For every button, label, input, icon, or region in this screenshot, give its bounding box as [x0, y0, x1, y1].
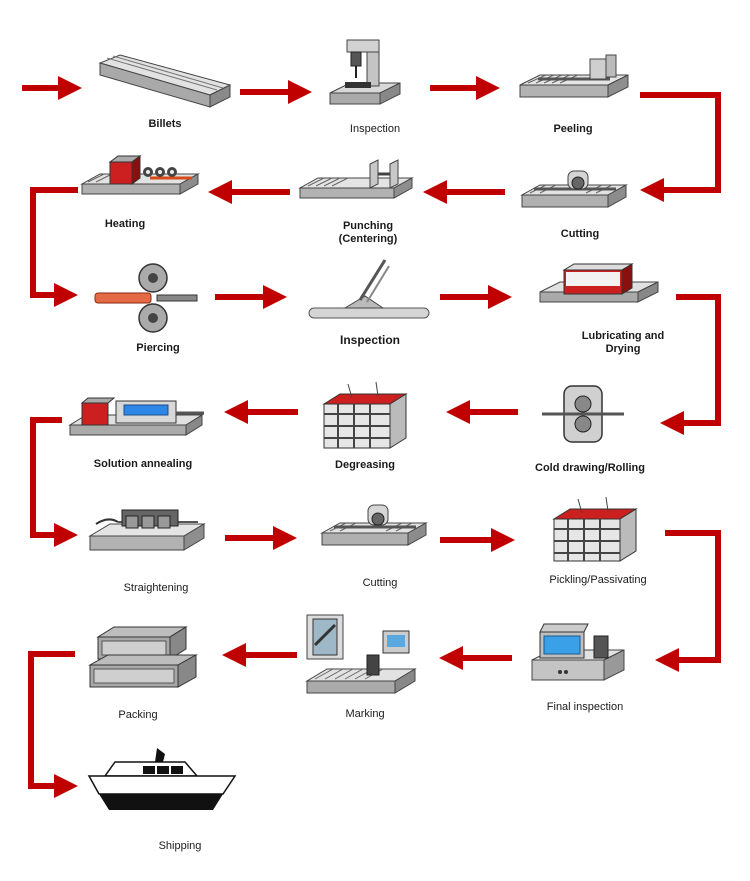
step-solution-annealing: Solution annealing [68, 395, 208, 470]
lubricating-bath-icon [539, 263, 659, 303]
step-peeling: Peeling [518, 54, 633, 135]
step-label: Solution annealing [93, 458, 193, 470]
step-heating: Heating [80, 152, 205, 230]
annealing-furnace-icon [68, 397, 204, 436]
inspection-station-icon [531, 623, 625, 681]
step-label: Degreasing [335, 459, 395, 471]
step-label: Straightening [123, 582, 189, 594]
step-label: Pickling/Passivating [549, 574, 647, 586]
step-straightening: Straightening [88, 502, 213, 594]
marking-machine-icon [305, 614, 417, 694]
step-marking: Marking [305, 614, 420, 720]
step-inspection: Inspection [325, 38, 415, 135]
step-label: Punching(Centering) [338, 220, 398, 245]
step-label: Shipping [158, 840, 202, 852]
straightening-machine-icon [88, 509, 206, 551]
cargo-ship-icon [87, 748, 237, 810]
step-label: Inspection [339, 333, 400, 347]
step-packing: Packing [88, 625, 203, 721]
step-label: Cutting [560, 228, 600, 240]
heating-furnace-icon [80, 155, 200, 195]
step-inspection-tube: Inspection [305, 258, 435, 347]
step-label: Cutting [362, 577, 398, 589]
packing-crates-icon [88, 626, 198, 688]
step-label: Billets [148, 118, 182, 130]
step-final-inspection: Final inspection [530, 622, 630, 713]
step-punching: Punching(Centering) [298, 158, 418, 245]
step-label: Peeling [553, 123, 593, 135]
step-label: Final inspection [546, 701, 624, 713]
step-label: Cold drawing/Rolling [535, 462, 645, 474]
step-piercing: Piercing [93, 262, 208, 354]
tube-inspection-icon [308, 259, 430, 319]
punching-machine-icon [298, 159, 414, 199]
flow-arrow [28, 651, 78, 798]
billets-icon [98, 54, 232, 108]
step-label: Heating [104, 218, 146, 230]
flow-arrow [30, 187, 78, 307]
step-cold-drawing: Cold drawing/Rolling [535, 380, 645, 474]
peeling-machine-icon [519, 54, 629, 98]
step-label: Marking [345, 708, 385, 720]
flow-arrow [30, 417, 78, 547]
inspection-press-icon [329, 39, 401, 105]
pickling-tank-icon [552, 496, 638, 562]
flow-arrow [660, 294, 721, 435]
flow-arrow [655, 530, 721, 672]
step-label: Packing [118, 709, 158, 721]
cutting-saw-icon [320, 504, 428, 546]
step-shipping: Shipping [85, 748, 245, 852]
cutting-saw-icon [520, 170, 628, 208]
step-label: Inspection [349, 123, 401, 135]
degreasing-tank-icon [322, 381, 408, 449]
step-degreasing: Degreasing [318, 381, 413, 471]
flow-arrow [640, 92, 721, 202]
step-label: Piercing [136, 342, 180, 354]
step-cutting-2: Cutting [320, 503, 430, 589]
step-billets: Billets [95, 54, 235, 130]
step-pickling: Pickling/Passivating [548, 496, 647, 586]
piercing-rolls-icon [94, 263, 198, 333]
cold-drawing-icon [542, 385, 624, 443]
step-cutting: Cutting [520, 165, 630, 240]
